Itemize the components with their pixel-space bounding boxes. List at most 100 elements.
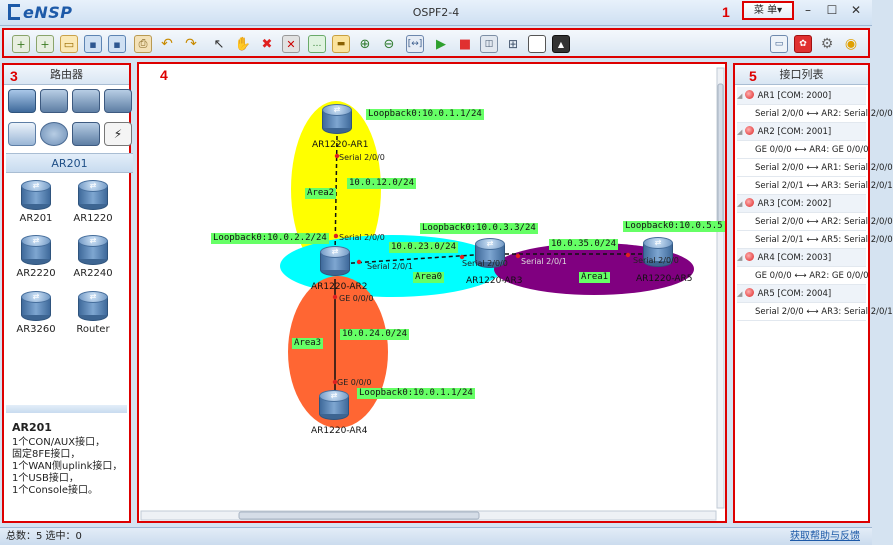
redo-icon[interactable]: ↷ bbox=[185, 36, 197, 52]
show-grid-icon[interactable] bbox=[528, 35, 546, 53]
device-stopped-icon bbox=[744, 90, 754, 99]
switch-category-icon[interactable] bbox=[40, 89, 68, 113]
router-model-icon[interactable]: ⇄ bbox=[21, 235, 51, 265]
add-text-icon[interactable]: … bbox=[308, 35, 326, 53]
close-button[interactable]: ✕ bbox=[850, 3, 862, 17]
logo-icon bbox=[8, 4, 20, 20]
new-topology-icon[interactable]: + bbox=[12, 35, 30, 53]
region-number-4: 4 bbox=[160, 67, 168, 83]
stop-device-icon[interactable]: ■ bbox=[458, 36, 472, 52]
expand-triangle-icon[interactable]: ◢ bbox=[737, 128, 745, 136]
wlan-category-icon[interactable] bbox=[72, 89, 100, 113]
restore-size-icon[interactable]: [↔] bbox=[406, 35, 424, 53]
router-model-icon[interactable]: ⇄ bbox=[78, 291, 108, 321]
device-label: Router bbox=[76, 324, 110, 335]
new-example-icon[interactable]: + bbox=[36, 35, 54, 53]
interface-list-link[interactable]: Serial 2/0/0 ⟷ AR1: Serial 2/0/0 bbox=[737, 159, 893, 177]
area-label: Area2 bbox=[305, 188, 337, 199]
port-label: Serial 2/0/1 bbox=[367, 262, 413, 271]
interface-row-text: Serial 2/0/0 ⟷ AR3: Serial 2/0/1 bbox=[755, 307, 893, 317]
interface-row-text: AR3 [COM: 2002] bbox=[757, 199, 832, 209]
router-ar1[interactable]: ⇄ bbox=[322, 104, 352, 134]
interface-list-link[interactable]: GE 0/0/0 ⟷ AR4: GE 0/0/0 bbox=[737, 141, 869, 159]
chat-bubble-icon[interactable]: ▭ bbox=[770, 35, 788, 53]
status-bar: 总数：5 选中：0 获取帮助与反馈 bbox=[0, 527, 872, 545]
router-name: AR1220-AR4 bbox=[311, 426, 368, 436]
expand-triangle-icon[interactable]: ◢ bbox=[737, 200, 745, 208]
interface-list-link[interactable]: Serial 2/0/1 ⟷ AR5: Serial 2/0/0 bbox=[737, 231, 893, 249]
open-file-icon[interactable]: ▭ bbox=[60, 35, 78, 53]
start-device-icon[interactable]: ▶ bbox=[436, 36, 446, 52]
device-stopped-icon bbox=[744, 198, 754, 207]
router-ar2[interactable]: ⇄ bbox=[320, 246, 350, 276]
interface-row-text: AR1 [COM: 2000] bbox=[757, 91, 832, 101]
loopback-label: Loopback0:10.0.5.5 bbox=[623, 221, 725, 232]
undo-icon[interactable]: ↶ bbox=[161, 36, 173, 52]
router-category-icon[interactable] bbox=[8, 89, 36, 113]
router-ar3[interactable]: ⇄ bbox=[475, 238, 505, 268]
router-model-icon[interactable]: ⇄ bbox=[21, 180, 51, 210]
delete-all-connections-icon[interactable]: ✕ bbox=[282, 35, 300, 53]
main-menu-button[interactable]: 菜 单▾ bbox=[742, 1, 794, 20]
router-model-icon[interactable]: ⇄ bbox=[78, 180, 108, 210]
description-line: 1个Console接口。 bbox=[12, 485, 99, 496]
screenshot-icon[interactable]: ▲ bbox=[552, 35, 570, 53]
interface-list-link[interactable]: GE 0/0/0 ⟷ AR2: GE 0/0/0 bbox=[737, 267, 869, 285]
expand-triangle-icon[interactable]: ◢ bbox=[737, 290, 745, 298]
device-label: AR1220 bbox=[73, 213, 113, 224]
minimize-button[interactable]: – bbox=[805, 3, 811, 17]
save-icon[interactable]: ▪ bbox=[84, 35, 102, 53]
router-model-icon[interactable]: ⇄ bbox=[78, 235, 108, 265]
terminal-category-icon[interactable] bbox=[8, 122, 36, 146]
interface-row-text: Serial 2/0/0 ⟷ AR1: Serial 2/0/0 bbox=[755, 163, 893, 173]
topology-tree-icon[interactable]: ⊞ bbox=[507, 37, 519, 51]
capture-data-icon[interactable]: ◫ bbox=[480, 35, 498, 53]
print-icon[interactable]: ⎙ bbox=[134, 35, 152, 53]
loopback-label: Loopback0:10.0.1.1/24 bbox=[366, 109, 484, 120]
expand-triangle-icon[interactable]: ◢ bbox=[737, 254, 745, 262]
area-label: Area3 bbox=[292, 338, 324, 349]
interface-list-device[interactable]: ◢ AR5 [COM: 2004] bbox=[737, 285, 866, 303]
interface-list-link[interactable]: Serial 2/0/0 ⟷ AR2: Serial 2/0/0 bbox=[737, 213, 893, 231]
delete-icon[interactable]: ✖ bbox=[261, 36, 273, 52]
other-devices-category-icon[interactable] bbox=[72, 122, 100, 146]
device-category-title: AR201 bbox=[6, 153, 133, 173]
help-icon[interactable]: ◉ bbox=[844, 36, 858, 52]
expand-triangle-icon[interactable]: ◢ bbox=[737, 92, 745, 100]
interface-list-device[interactable]: ◢ AR4 [COM: 2003] bbox=[737, 249, 866, 267]
maximize-button[interactable]: ☐ bbox=[826, 3, 838, 17]
select-pointer-icon[interactable]: ↖ bbox=[213, 36, 225, 52]
interface-row-text: Serial 2/0/0 ⟷ AR2: Serial 2/0/0 bbox=[755, 217, 893, 227]
device-label: AR201 bbox=[19, 213, 53, 224]
interface-list-link[interactable]: Serial 2/0/0 ⟷ AR2: Serial 2/0/0 bbox=[737, 105, 893, 123]
huawei-logo-icon[interactable]: ✿ bbox=[794, 35, 812, 53]
device-label: AR3260 bbox=[16, 324, 56, 335]
interface-list-link[interactable]: Serial 2/0/0 ⟷ AR3: Serial 2/0/1 bbox=[737, 303, 893, 321]
router-ar4[interactable]: ⇄ bbox=[319, 390, 349, 420]
router-name: AR1220-AR2 bbox=[311, 282, 368, 292]
device-description: 1个CON/AUX接口， 固定8FE接口， 1个WAN侧uplink接口， 1个… bbox=[12, 437, 122, 497]
interface-list-title: 接口列表 bbox=[735, 65, 868, 85]
interface-row-text: GE 0/0/0 ⟷ AR2: GE 0/0/0 bbox=[755, 271, 869, 281]
zoom-out-icon[interactable]: ⊖ bbox=[383, 36, 395, 52]
pan-hand-icon[interactable]: ✋ bbox=[234, 36, 252, 52]
help-feedback-link[interactable]: 获取帮助与反馈 bbox=[790, 531, 860, 542]
firewall-category-icon[interactable] bbox=[104, 89, 132, 113]
connection-category-icon[interactable]: ⚡ bbox=[104, 122, 132, 146]
interface-list-link[interactable]: Serial 2/0/1 ⟷ AR3: Serial 2/0/1 bbox=[737, 177, 893, 195]
splitter-handle[interactable] bbox=[6, 405, 127, 413]
zoom-in-icon[interactable]: ⊕ bbox=[359, 36, 371, 52]
interface-list-device[interactable]: ◢ AR1 [COM: 2000] bbox=[737, 87, 866, 105]
save-as-icon[interactable]: ▪ bbox=[108, 35, 126, 53]
interface-list-device[interactable]: ◢ AR2 [COM: 2001] bbox=[737, 123, 866, 141]
topology-canvas[interactable]: ⇄ ⇄ ⇄ ⇄ ⇄ AR1220-AR1 AR1220-AR2 AR1220-A… bbox=[137, 62, 727, 523]
cloud-category-icon[interactable] bbox=[40, 122, 68, 146]
palette-icon[interactable]: ▬ bbox=[332, 35, 350, 53]
interface-list-device[interactable]: ◢ AR3 [COM: 2002] bbox=[737, 195, 866, 213]
settings-gear-icon[interactable]: ⚙ bbox=[820, 36, 834, 52]
router-ar5[interactable]: ⇄ bbox=[643, 237, 673, 267]
loopback-label: Loopback0:10.0.2.2/24 bbox=[211, 233, 329, 244]
router-model-icon[interactable]: ⇄ bbox=[21, 291, 51, 321]
description-line: 1个USB接口， bbox=[12, 473, 79, 484]
topology-drawing bbox=[140, 67, 725, 521]
